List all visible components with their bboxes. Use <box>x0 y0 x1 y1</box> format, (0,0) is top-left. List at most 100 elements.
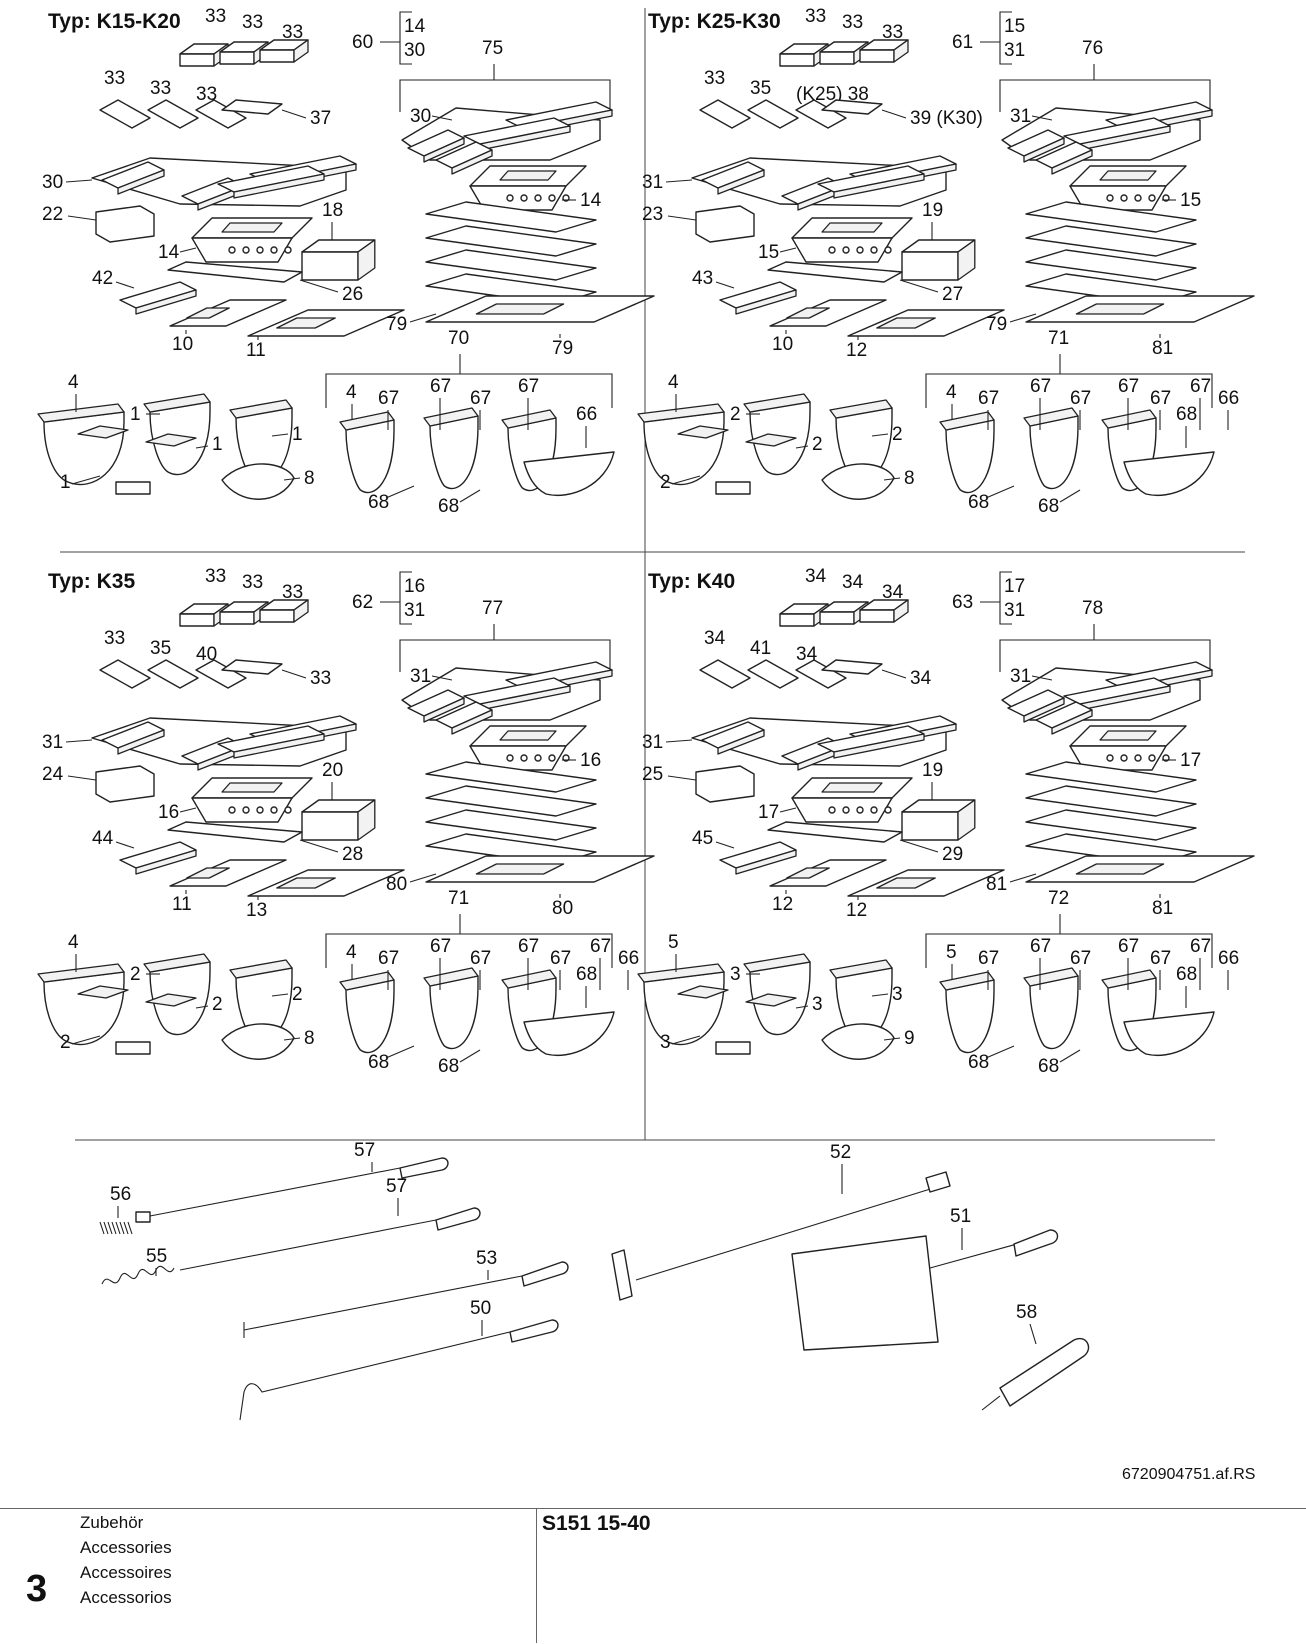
part-label: 67 <box>978 388 999 409</box>
leader-line <box>779 807 797 813</box>
part-label: 68 <box>368 492 389 513</box>
side-block <box>695 765 755 803</box>
part-label: 3 <box>730 964 741 985</box>
combustion-shell <box>829 959 893 979</box>
leader-line <box>1009 873 1037 883</box>
grate-hole <box>520 194 528 202</box>
base-tile <box>876 877 936 889</box>
part-label: 68 <box>1176 964 1197 985</box>
angled-brick <box>147 99 199 129</box>
section-title-fr: Accessoires <box>80 1563 172 1582</box>
grate-hole <box>270 246 278 254</box>
rod-handle <box>1013 1229 1059 1257</box>
grate-hole <box>228 806 236 814</box>
side-block <box>95 765 155 803</box>
liner-shell <box>1101 969 1157 989</box>
tray-layer <box>425 201 597 233</box>
part-label: 67 <box>378 948 399 969</box>
part-label: 11 <box>172 894 192 915</box>
grate-hole <box>534 754 542 762</box>
part-label: 11 <box>246 340 266 361</box>
tray-bracket <box>999 79 1211 112</box>
part-label: 4 <box>946 382 957 403</box>
leader-line <box>881 109 907 119</box>
leader-line <box>283 1037 301 1041</box>
leader-line <box>667 775 697 781</box>
part-label: 2 <box>892 424 903 445</box>
part-label: 34 <box>704 628 726 649</box>
part-label: 8 <box>304 468 315 489</box>
brush-bristle <box>99 1221 105 1235</box>
liner-bracket <box>925 373 1213 408</box>
part-label: 4 <box>346 382 357 403</box>
tool-label: 58 <box>1016 1302 1037 1323</box>
rod-handle <box>399 1157 449 1179</box>
refractory-brick <box>293 599 309 623</box>
group-item-label: 14 <box>404 16 426 37</box>
part-label: 33 <box>205 6 226 27</box>
ash-tray <box>523 1011 615 1056</box>
part-label: 81 <box>986 874 1007 895</box>
part-label: 3 <box>892 984 903 1005</box>
part-label: 4 <box>68 372 79 393</box>
combustion-shell <box>37 403 125 423</box>
group-bracket <box>999 11 1012 65</box>
section-title-languages: Zubehör Accessories Accessoires Accessor… <box>80 1510 172 1610</box>
grate-hole <box>884 246 892 254</box>
shell-half <box>821 1023 895 1060</box>
part-label: 67 <box>470 388 491 409</box>
grate-hole <box>870 246 878 254</box>
grate-hole <box>548 754 556 762</box>
shell-half <box>221 463 295 500</box>
part-label: 68 <box>968 1052 989 1073</box>
shell-cap <box>677 985 729 999</box>
firebox-grate <box>469 185 567 211</box>
tray-ref-label: 77 <box>482 598 503 619</box>
grate-hole <box>828 246 836 254</box>
refractory-brick <box>259 609 295 623</box>
firebox-grate <box>791 797 893 823</box>
group-item-label: 30 <box>404 40 425 61</box>
leader-line <box>1029 1323 1037 1345</box>
base-tile <box>169 299 287 327</box>
part-label: 67 <box>1070 948 1091 969</box>
tool-label: 52 <box>830 1142 851 1163</box>
grate-hole <box>856 246 864 254</box>
leader-line <box>67 775 97 781</box>
hook-rod <box>239 1331 511 1421</box>
grate-hole <box>284 806 292 814</box>
part-label: 35 <box>750 78 771 99</box>
base-tile <box>786 867 830 879</box>
part-label: 67 <box>378 388 399 409</box>
part-label: 66 <box>1218 388 1239 409</box>
grate-tray <box>1075 863 1165 875</box>
angled-brick <box>195 659 247 689</box>
side-block <box>901 811 959 841</box>
base-tile <box>169 859 287 887</box>
part-label: 33 <box>242 572 263 593</box>
grate-hole <box>506 194 514 202</box>
leader-line <box>671 1035 701 1045</box>
baffle-strip <box>117 169 165 195</box>
part-label: 34 <box>910 668 932 689</box>
grate-hole <box>884 806 892 814</box>
grate-hole <box>856 806 864 814</box>
grate-hole <box>828 806 836 814</box>
grate-hole <box>520 754 528 762</box>
section-title-pt: Accessorios <box>80 1588 172 1607</box>
refractory-brick <box>293 39 309 63</box>
part-label: 67 <box>430 936 451 957</box>
part-label: 79 <box>986 314 1007 335</box>
tray-ref-label: 75 <box>482 38 503 59</box>
part-label: 12 <box>846 340 867 361</box>
part-label: 34 <box>805 566 827 587</box>
part-label: 2 <box>812 434 823 455</box>
combustion-shell <box>643 411 725 486</box>
liner-shell <box>501 409 557 429</box>
part-label: 15 <box>758 242 779 263</box>
leader-line <box>409 313 437 323</box>
tool-label: 50 <box>470 1298 491 1319</box>
ash-tray <box>1123 451 1215 496</box>
part-label: 68 <box>576 964 597 985</box>
grate-hole <box>270 806 278 814</box>
